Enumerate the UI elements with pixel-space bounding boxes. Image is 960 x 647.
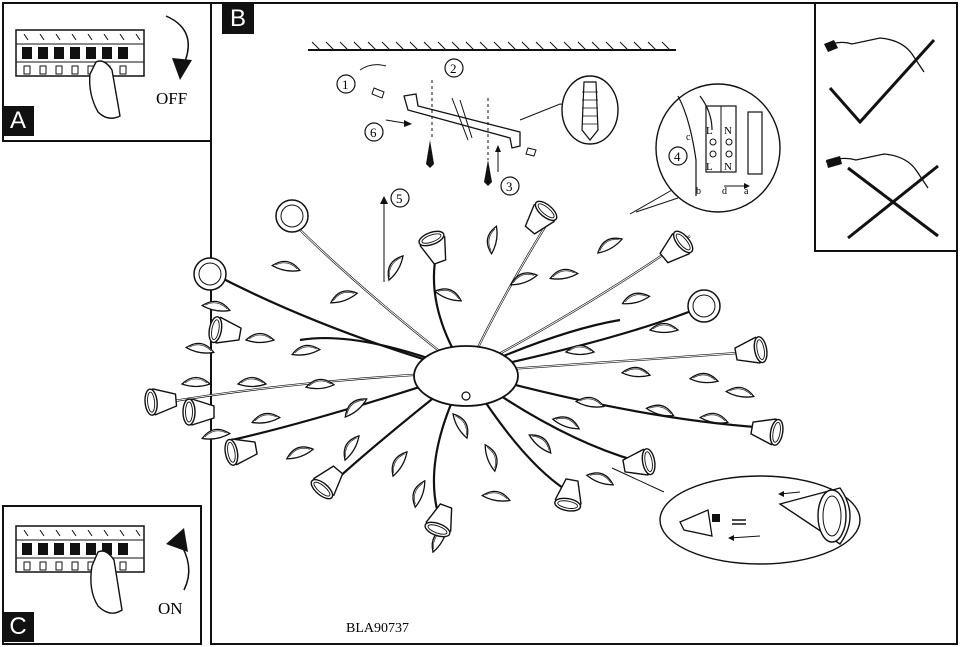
step-1: 1 [342, 77, 349, 92]
switch-on-text: ON [158, 599, 183, 618]
mounting-bracket [359, 64, 579, 186]
switch-off-text: OFF [156, 89, 187, 108]
bulb-icon [732, 519, 746, 525]
lamp-socket-icon [679, 509, 713, 537]
step-2: 2 [450, 61, 457, 76]
chandelier [143, 197, 786, 555]
cross-mark-icon [847, 164, 939, 240]
wall-plug-detail [561, 75, 619, 145]
breaker-panel-a [15, 15, 192, 119]
incorrect-handling [825, 153, 939, 240]
panel-c-label: C [2, 612, 34, 642]
panel-a-label: A [2, 106, 34, 136]
wire-label-a: a [744, 186, 749, 197]
step-6: 6 [370, 125, 377, 140]
ceiling [308, 41, 676, 51]
bulb-replacement-detail [611, 467, 861, 565]
wire-label-c: c [686, 132, 691, 143]
terminal-bottom-n: N [724, 161, 732, 173]
check-mark-icon [828, 38, 936, 125]
anchor-screw-icon [426, 140, 434, 168]
correct-handling [824, 37, 936, 125]
panel-b-label: B [222, 4, 254, 34]
step-3: 3 [506, 179, 513, 194]
step-5: 5 [396, 191, 403, 206]
arrow-up-icon [166, 528, 188, 552]
wire-label-d: d [722, 186, 727, 197]
hand-icon-a [88, 60, 121, 119]
terminal-top-n: N [724, 125, 732, 137]
panel-handling-check [814, 2, 958, 252]
screw-icon [371, 87, 385, 99]
terminal-top-l: L [706, 125, 713, 137]
ceiling-canopy [413, 345, 519, 407]
model-code: BLA90737 [346, 621, 409, 636]
arrow-down-icon [172, 58, 192, 80]
breaker-panel-c [15, 525, 190, 614]
step-4: 4 [674, 149, 681, 164]
terminal-bottom-l: L [706, 161, 713, 173]
wiring-detail [629, 83, 781, 215]
hand-icon-c [90, 550, 123, 614]
wire-label-b: b [696, 186, 701, 197]
